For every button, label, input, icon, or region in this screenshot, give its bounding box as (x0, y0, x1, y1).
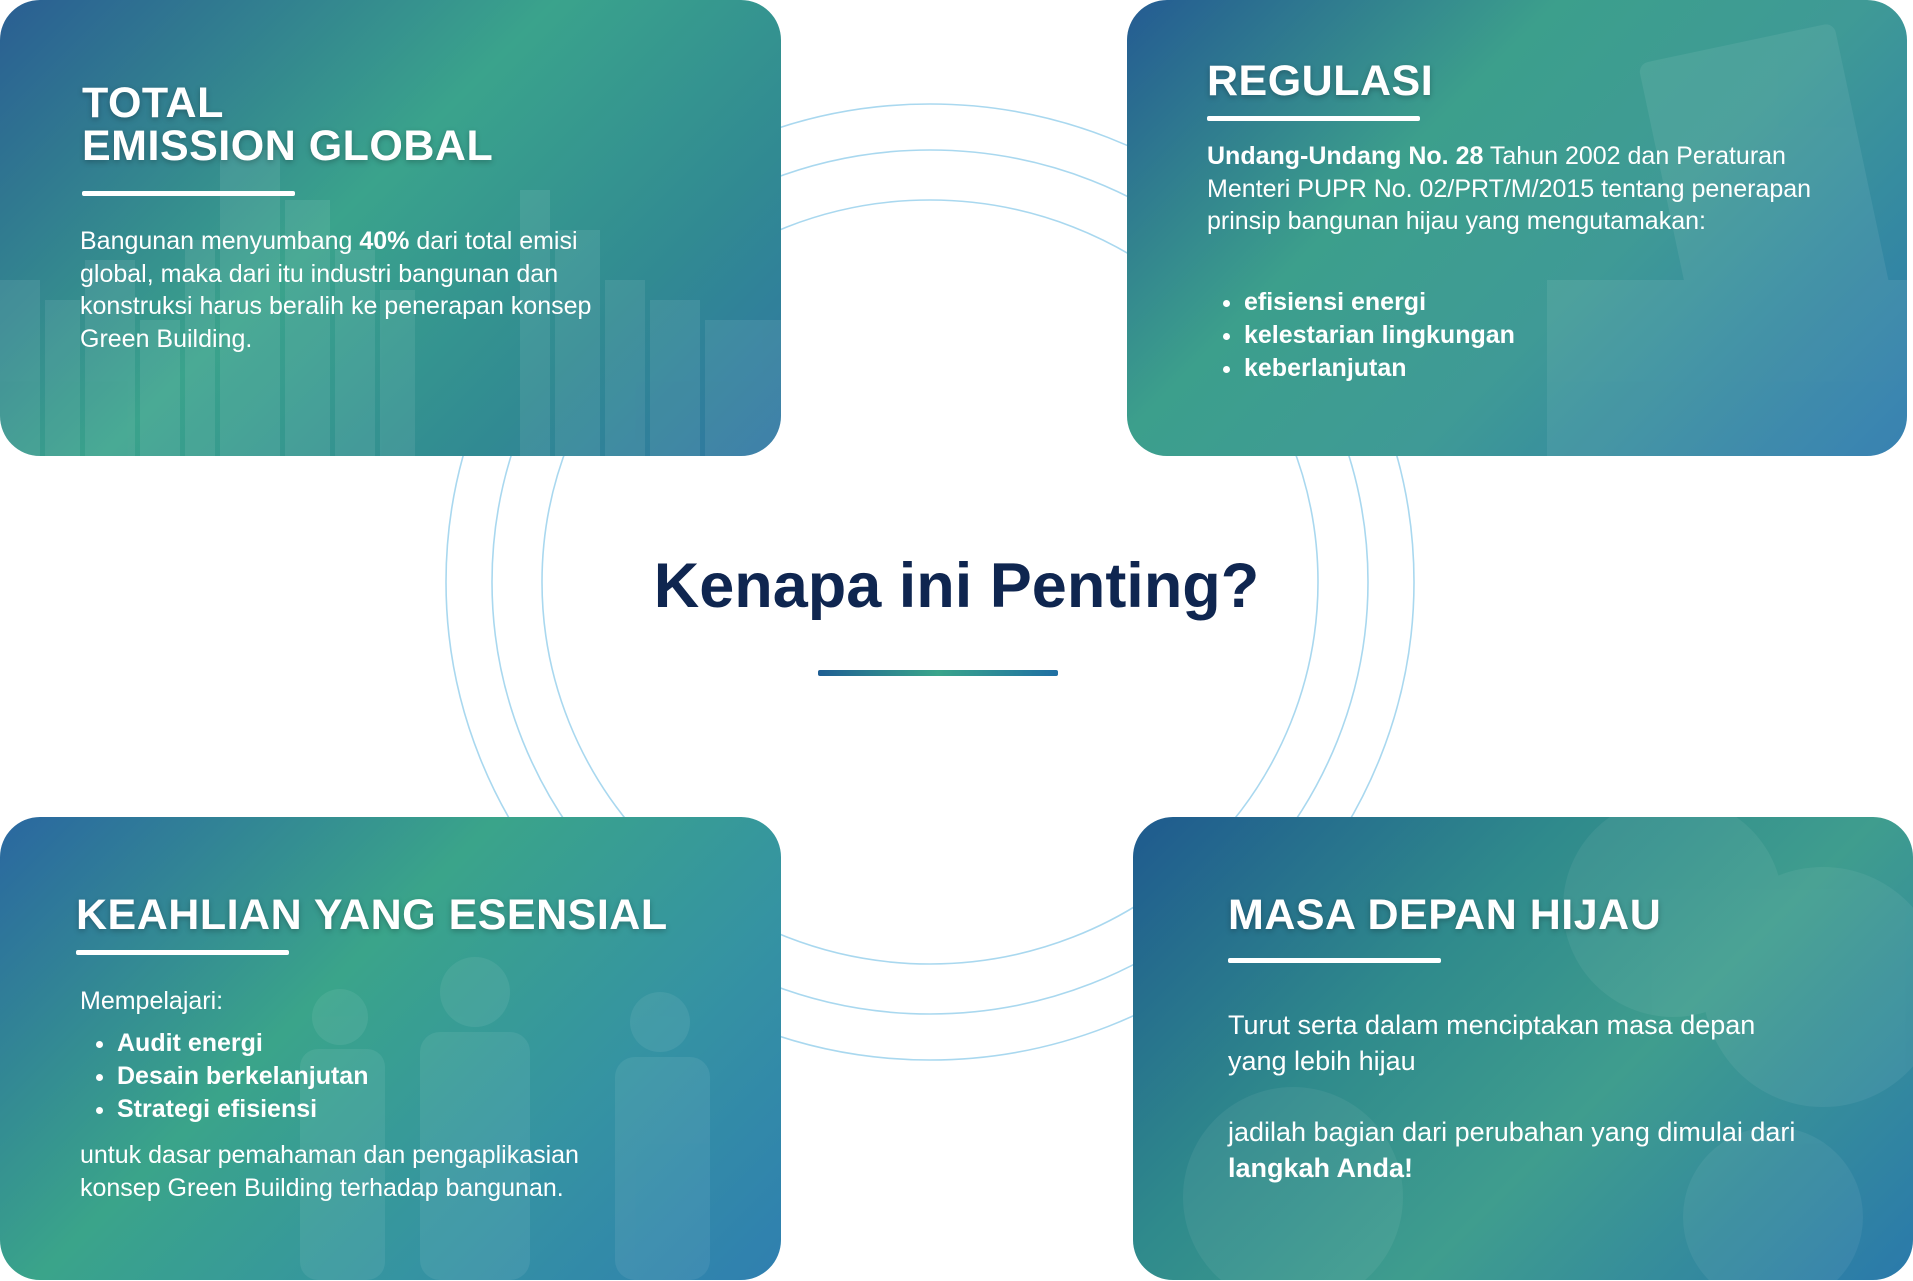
card-para-1: Turut serta dalam menciptakan masa depan… (1228, 1010, 1756, 1077)
card-keahlian: KEAHLIAN YANG ESENSIAL Mempelajari: Audi… (0, 817, 781, 1280)
list-item: keberlanjutan (1244, 352, 1515, 385)
list-item: Desain berkelanjutan (117, 1060, 368, 1093)
forest-image (1183, 817, 1913, 1280)
title-underline (818, 670, 1058, 676)
list-item: kelestarian lingkungan (1244, 319, 1515, 352)
heading-underline (1228, 958, 1441, 963)
card-intro: Mempelajari: (80, 987, 224, 1015)
page-title: Kenapa ini Penting? (653, 551, 1260, 621)
list-item: Audit energi (117, 1027, 368, 1060)
card-regulasi: REGULASI Undang-Undang No. 28 Tahun 2002… (1127, 0, 1907, 456)
heading-underline (82, 191, 295, 196)
city-skyline-image (0, 150, 781, 456)
card-masa-depan-hijau: MASA DEPAN HIJAU Turut serta dalam menci… (1133, 817, 1913, 1280)
heading-underline (76, 950, 289, 955)
heading-underline (1207, 116, 1420, 121)
ring-inner (541, 199, 1319, 965)
card-heading: TOTAL EMISSION GLOBAL (82, 79, 494, 170)
list-item: Strategi efisiensi (117, 1093, 368, 1126)
keahlian-list: Audit energi Desain berkelanjutan Strate… (80, 1027, 368, 1126)
card-body: untuk dasar pemahaman dan pengaplikasian… (80, 1141, 579, 1202)
workers-image (300, 957, 710, 1280)
document-clipboard-image (1547, 24, 1907, 456)
ring-outer (445, 103, 1415, 1061)
card-heading: REGULASI (1207, 57, 1434, 105)
card-body: Bangunan menyumbang 40% dari total emisi… (80, 227, 592, 353)
regulasi-list: efisiensi energi kelestarian lingkungan … (1207, 286, 1515, 385)
card-body: Undang-Undang No. 28 Tahun 2002 dan Pera… (1207, 142, 1812, 235)
card-heading: KEAHLIAN YANG ESENSIAL (76, 891, 668, 939)
list-item: efisiensi energi (1244, 286, 1515, 319)
ring-middle (491, 149, 1369, 1015)
card-para-2: jadilah bagian dari perubahan yang dimul… (1228, 1117, 1796, 1184)
card-total-emission: TOTAL EMISSION GLOBAL Bangunan menyumban… (0, 0, 781, 456)
card-heading: MASA DEPAN HIJAU (1228, 891, 1662, 939)
